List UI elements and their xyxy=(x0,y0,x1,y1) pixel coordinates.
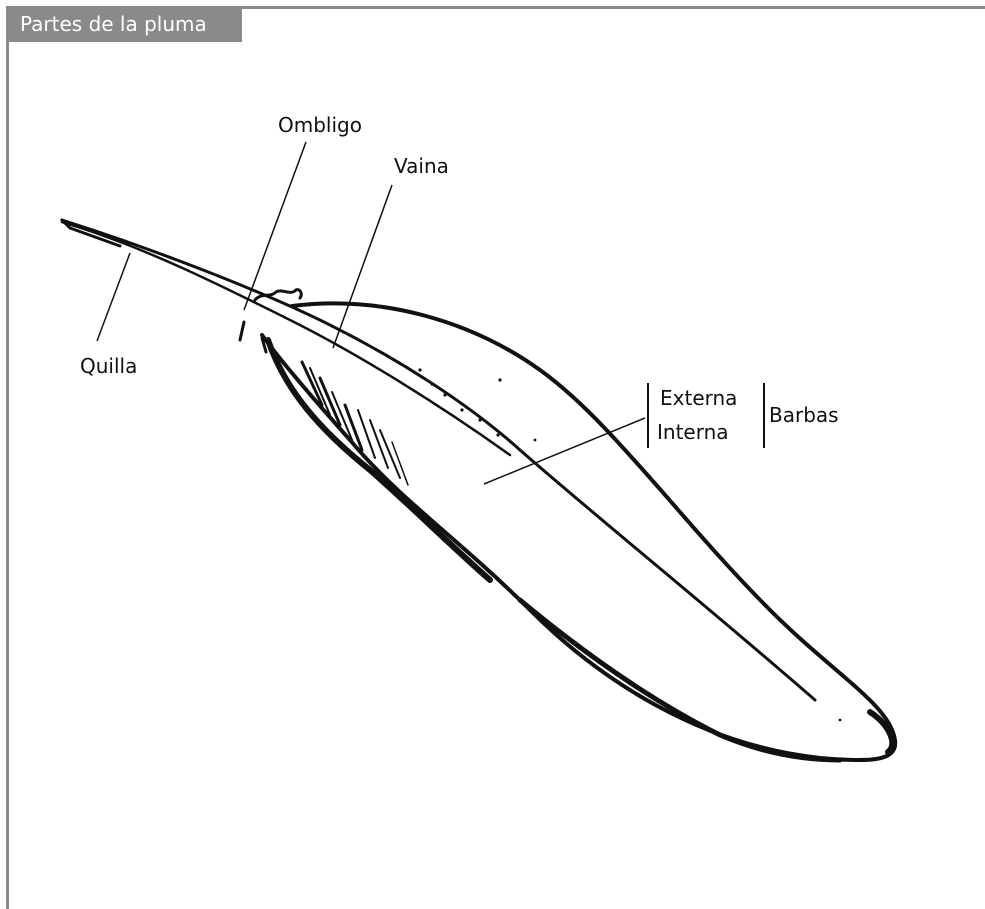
feather-vane-outline xyxy=(262,303,895,760)
leader-vaina xyxy=(333,185,392,348)
leader-barbas xyxy=(484,418,645,484)
feather-tip xyxy=(870,712,892,752)
label-quilla: Quilla xyxy=(80,354,137,378)
leader-quilla xyxy=(97,253,130,341)
label-externa: Externa xyxy=(660,386,737,410)
umbilicus-mark xyxy=(240,322,266,352)
umbilicus-tuft xyxy=(255,290,301,300)
leader-ombligo xyxy=(244,142,306,310)
label-barbas: Barbas xyxy=(769,403,839,427)
label-ombligo: Ombligo xyxy=(278,113,362,137)
label-interna: Interna xyxy=(657,420,729,444)
label-vaina: Vaina xyxy=(394,154,449,178)
quill-upper-line xyxy=(62,220,815,700)
